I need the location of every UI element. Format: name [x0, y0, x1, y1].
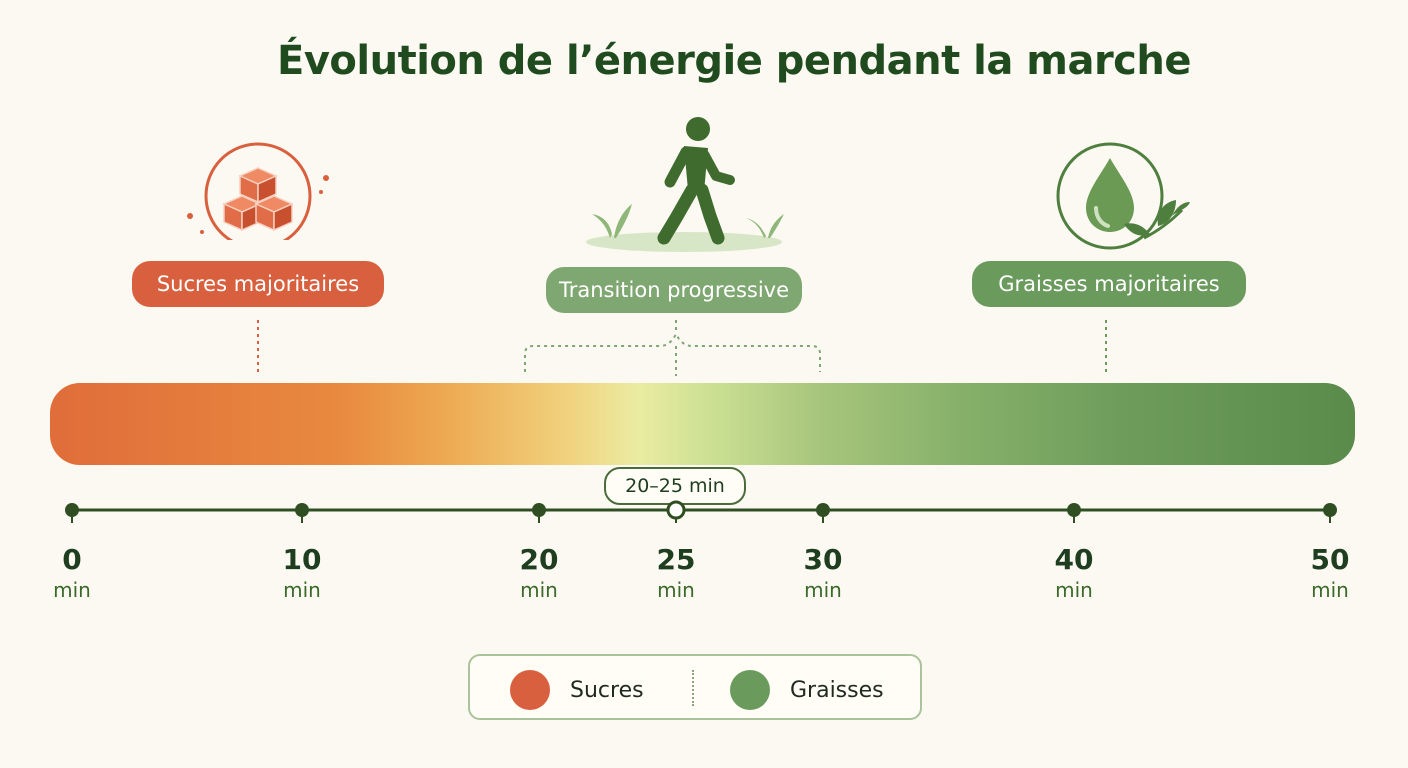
fat-swatch: [730, 670, 770, 710]
legend: Sucres Graisses: [468, 654, 922, 720]
tick-50: 50 min: [1310, 543, 1350, 603]
tick-30: 30 min: [803, 543, 843, 603]
timeline-axis: [65, 500, 1337, 523]
legend-item-sugar: Sucres: [510, 670, 644, 710]
page-title: Évolution de l’énergie pendant la marche: [277, 38, 1191, 84]
transition-phase-label: Transition progressive: [546, 267, 802, 313]
tick-0: 0 min: [53, 543, 91, 603]
tick-25: 25 min: [656, 543, 696, 603]
legend-divider: [692, 670, 694, 706]
tick-40: 40 min: [1054, 543, 1094, 603]
phase-connectors: [257, 320, 1107, 376]
transition-marker: [666, 500, 686, 520]
tick-10: 10 min: [282, 543, 322, 603]
fat-phase-label: Graisses majoritaires: [972, 261, 1246, 307]
sugar-swatch: [510, 670, 550, 710]
legend-sugar-label: Sucres: [570, 677, 644, 703]
legend-fat-label: Graisses: [790, 677, 884, 703]
sugar-phase-label: Sucres majoritaires: [132, 261, 384, 307]
walking-person-icon: [586, 117, 784, 252]
transition-time-callout: 20–25 min: [604, 467, 746, 505]
sugar-cubes-icon: [187, 142, 329, 240]
legend-item-fat: Graisses: [730, 670, 884, 710]
energy-gradient-bar: [50, 383, 1355, 465]
tick-20: 20 min: [519, 543, 559, 603]
oil-drop-icon: [1056, 142, 1190, 250]
tick-marks: [65, 503, 1337, 523]
